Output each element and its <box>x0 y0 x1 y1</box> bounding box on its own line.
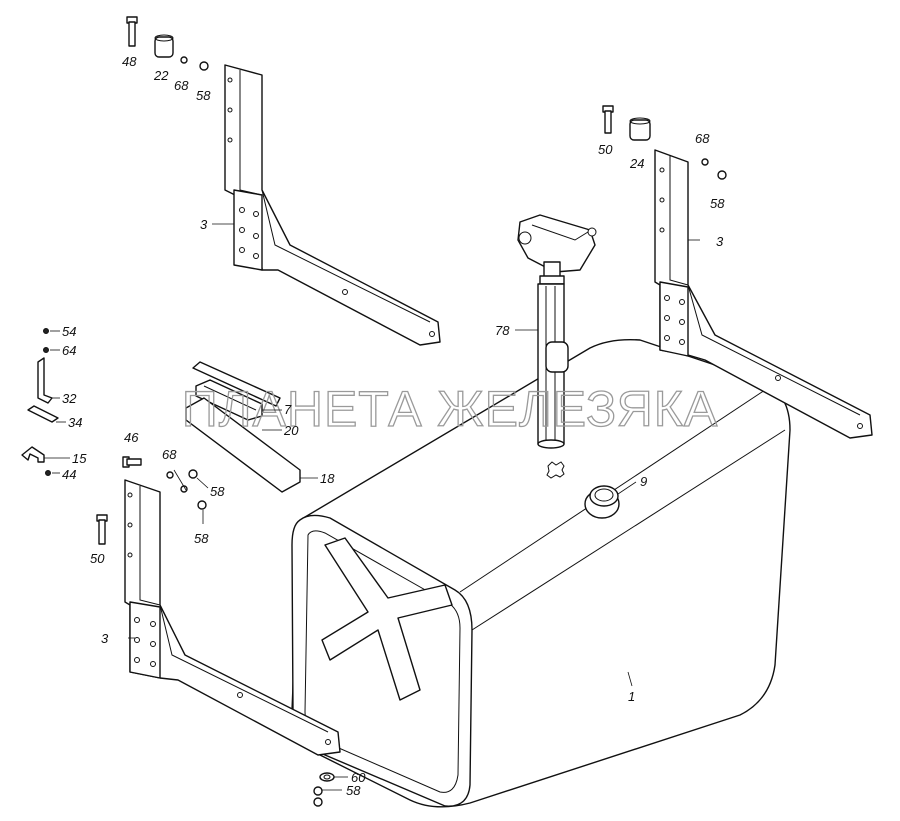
fasteners <box>96 16 727 807</box>
bolt-50-bottom <box>96 514 108 545</box>
label-3-bottom-left: 3 <box>101 631 109 646</box>
label-20: 20 <box>283 423 299 438</box>
label-54: 54 <box>62 324 76 339</box>
label-48: 48 <box>122 54 137 69</box>
fuel-level-sensor <box>517 214 597 449</box>
label-18: 18 <box>320 471 335 486</box>
label-64: 64 <box>62 343 76 358</box>
label-58-bottom: 58 <box>346 783 361 798</box>
label-3-top-left: 3 <box>200 217 208 232</box>
label-50-top: 50 <box>598 142 613 157</box>
leader-lines <box>44 223 700 791</box>
watermark-text: ПЛАНЕТА ЖЕЛЕЗЯКА <box>182 381 718 437</box>
gasket-ring <box>546 461 565 479</box>
bolt-48 <box>126 16 138 47</box>
bracket-top-left <box>224 64 441 346</box>
label-46: 46 <box>124 430 139 445</box>
label-24: 24 <box>629 156 644 171</box>
label-22: 22 <box>153 68 169 83</box>
bushing-24 <box>629 117 651 141</box>
part-labels: 48 22 68 58 3 50 24 68 58 3 78 54 64 32 … <box>62 54 725 798</box>
label-68-top-left: 68 <box>174 78 189 93</box>
label-68-top-right: 68 <box>695 131 710 146</box>
bracket-top-right <box>654 149 873 439</box>
label-68-middle: 68 <box>162 447 177 462</box>
label-7: 7 <box>284 402 292 417</box>
label-34: 34 <box>68 415 82 430</box>
label-15: 15 <box>72 451 87 466</box>
label-60: 60 <box>351 770 366 785</box>
label-78: 78 <box>495 323 510 338</box>
label-44: 44 <box>62 467 76 482</box>
label-32: 32 <box>62 391 77 406</box>
label-50-bottom: 50 <box>90 551 105 566</box>
label-58-top-right: 58 <box>710 196 725 211</box>
label-58-middle: 58 <box>210 484 225 499</box>
label-9: 9 <box>640 474 647 489</box>
small-parts-left <box>21 328 59 476</box>
bushing-22 <box>154 34 174 58</box>
bolt-50-top <box>602 105 614 134</box>
bolt-46 <box>122 456 142 468</box>
label-58-top-left: 58 <box>196 88 211 103</box>
label-3-top-right: 3 <box>716 234 724 249</box>
label-58-lower: 58 <box>194 531 209 546</box>
strap-parts <box>185 361 301 493</box>
fuel-cap <box>584 485 620 519</box>
label-1: 1 <box>628 689 635 704</box>
bracket-bottom-left <box>124 479 341 756</box>
